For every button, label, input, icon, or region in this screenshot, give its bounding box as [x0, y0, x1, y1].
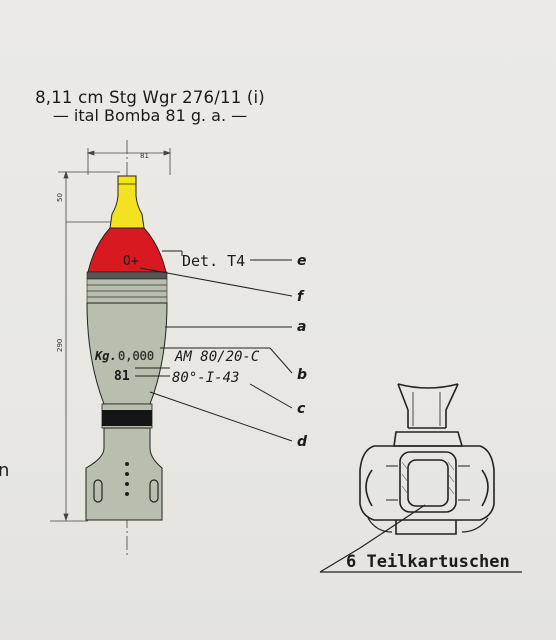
caption-leader-extension [359, 504, 426, 549]
callout-f: f [297, 289, 305, 305]
weight-label: Kg. [94, 349, 117, 363]
caliber-marking: 81 [114, 369, 130, 384]
caption-leader [319, 547, 361, 573]
detail-caption: 6 Teilkartuschen [346, 552, 510, 572]
detonator-label: Det. T4 [182, 252, 245, 270]
explosive-label: AM 80/20-C [174, 349, 260, 365]
propellant-hatching [401, 461, 455, 495]
fuze-symbol: O+ [123, 254, 139, 269]
weight-value: 0,000 [118, 349, 154, 363]
diagram-title: 8,11 cm Stg Wgr 276/11 (i) — ital Bomba … [0, 88, 300, 125]
callout-a: a [297, 319, 306, 335]
fuze-length-dimension: 50 [56, 193, 64, 202]
total-length-dimension: 290 [56, 339, 64, 352]
title-line-2: — ital Bomba 81 g. a. — [52, 106, 248, 125]
fuze [109, 175, 145, 229]
title-line-1: 8,11 cm Stg Wgr 276/11 (i) [35, 88, 265, 107]
diameter-dimension: 81 [140, 152, 149, 160]
rotating-bands [86, 271, 168, 304]
tail-fins [85, 427, 163, 521]
tail-detail-drawing [359, 383, 495, 535]
callout-c: c [297, 401, 306, 417]
callout-e: e [297, 253, 307, 269]
shell-body [86, 302, 168, 429]
callout-d: d [297, 434, 308, 450]
lot-label: 80°-I-43 [172, 370, 239, 386]
callout-b: b [297, 367, 307, 383]
leader-lines [135, 250, 293, 442]
margin-fragment: n [0, 460, 9, 481]
